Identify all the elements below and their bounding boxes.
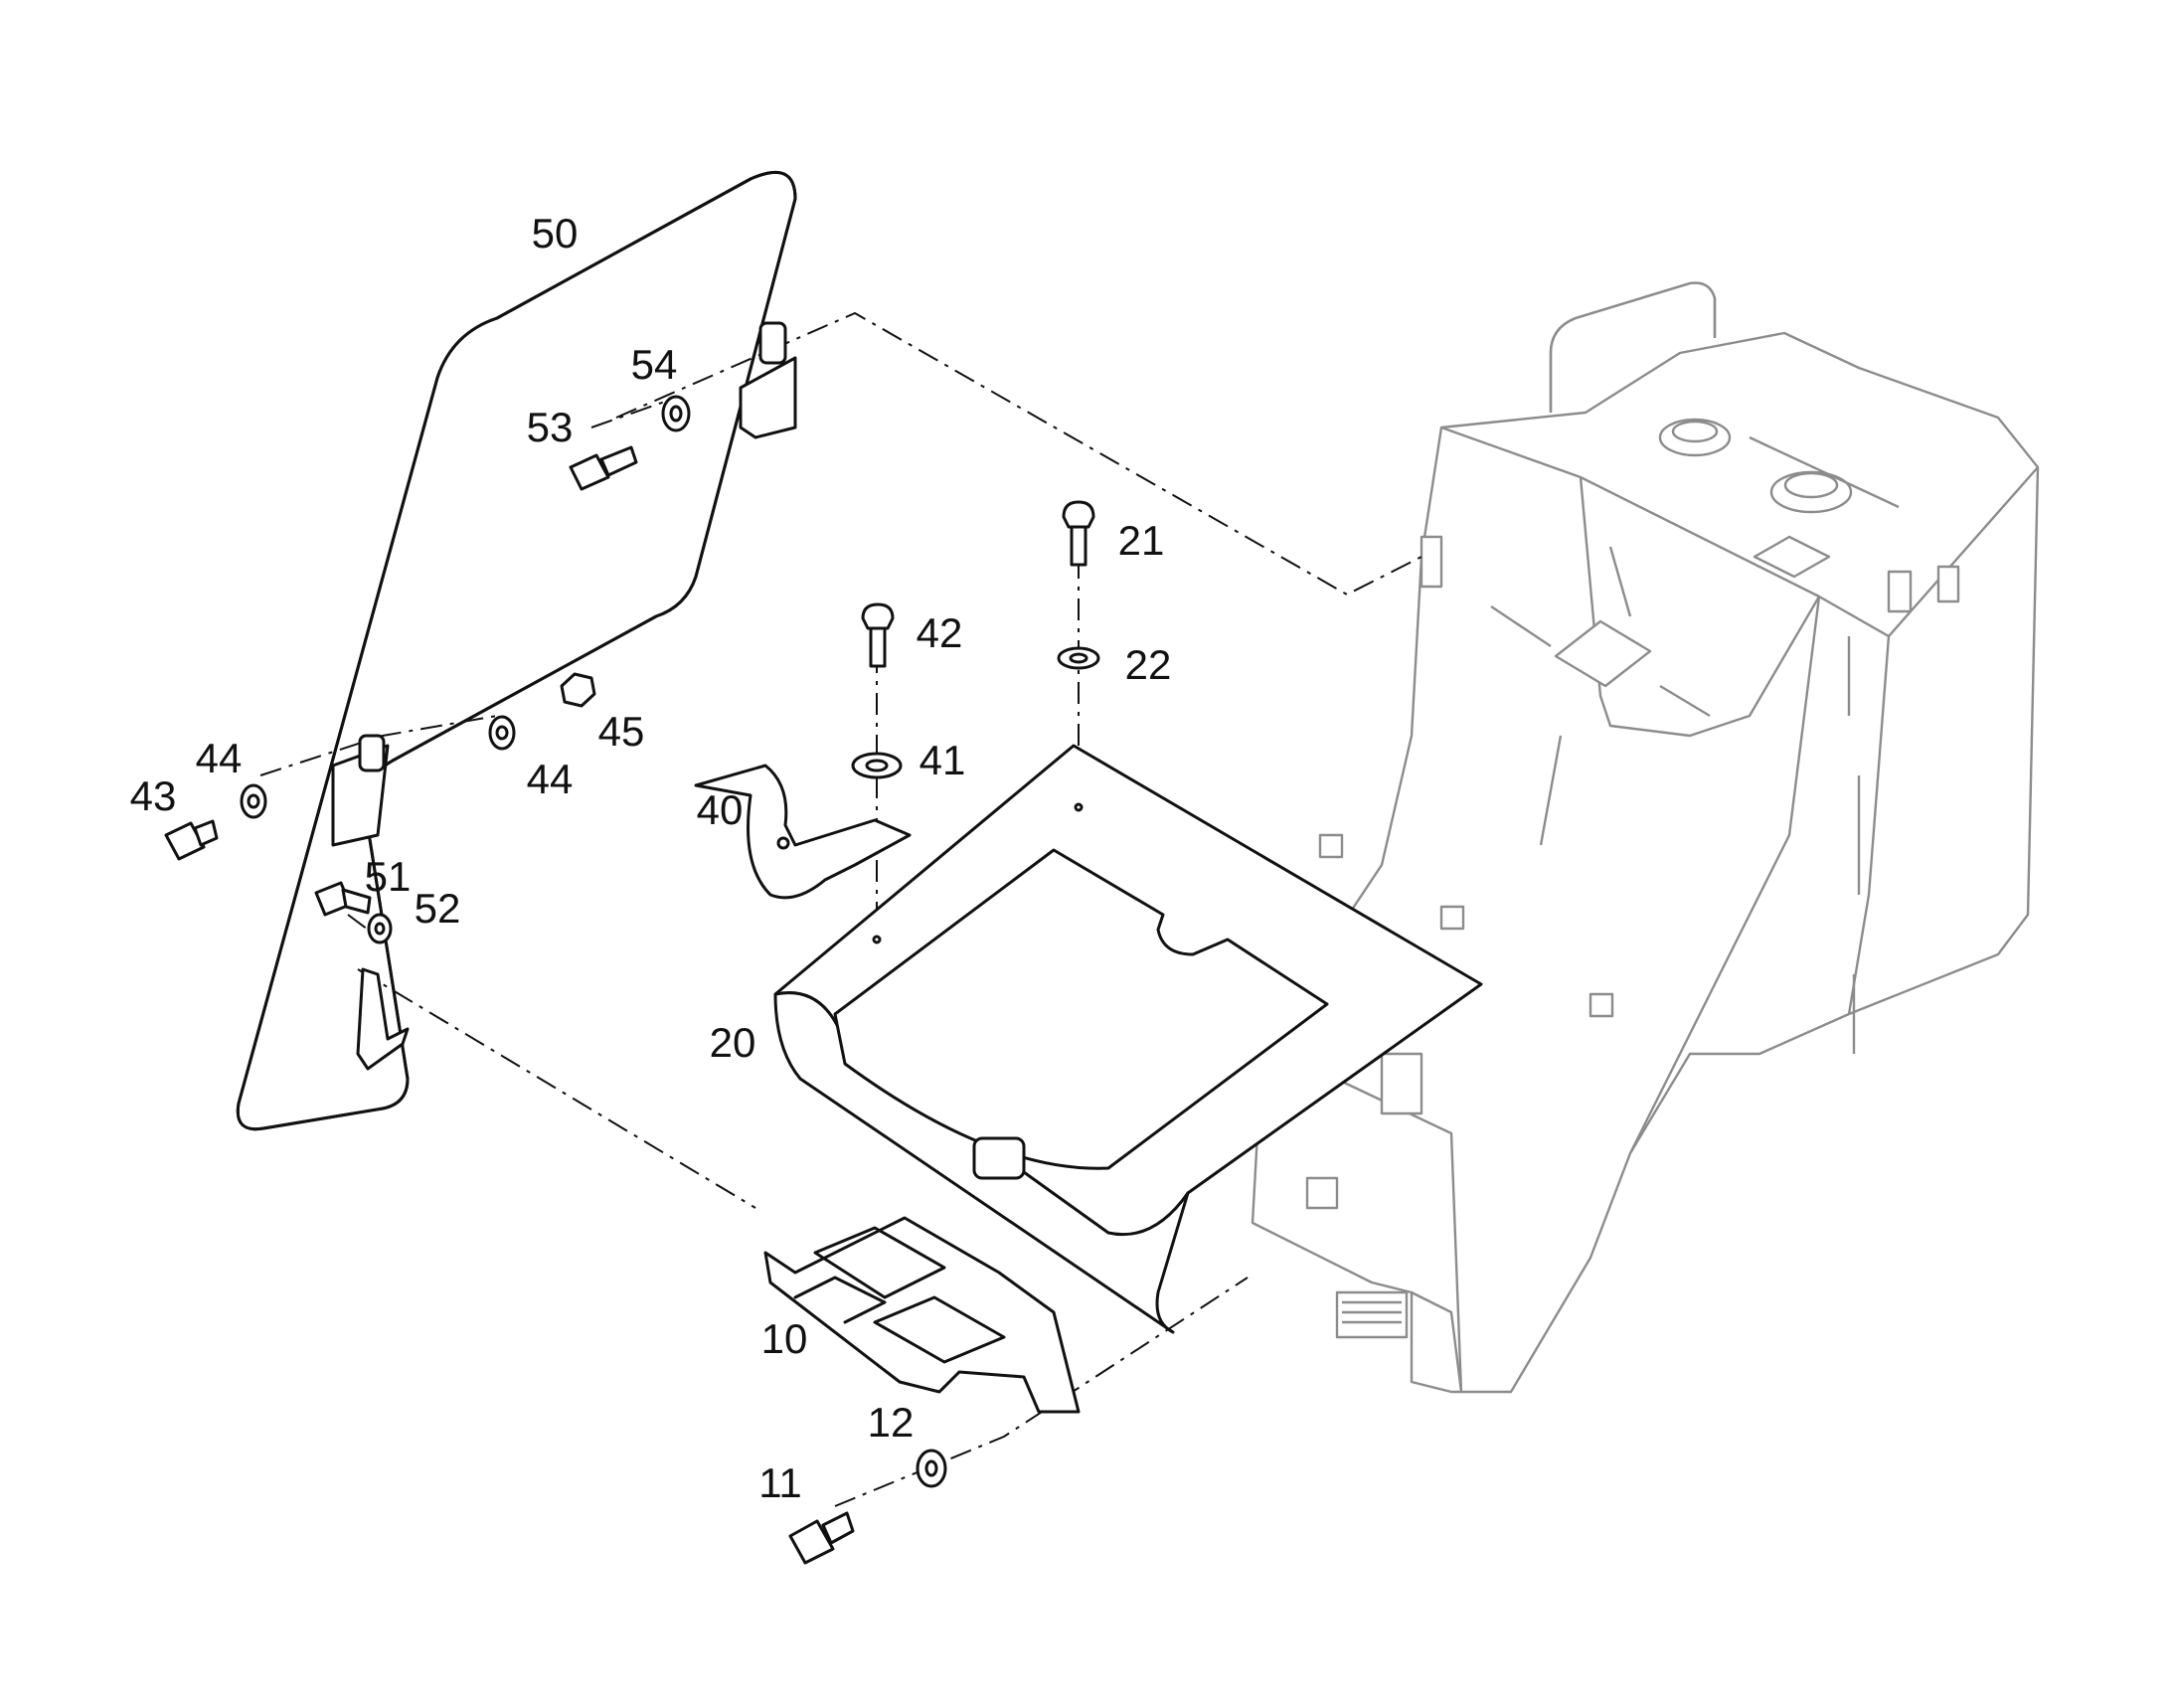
callout-45: 45 bbox=[597, 708, 645, 755]
callout-42: 42 bbox=[916, 609, 963, 656]
callout-44-left: 44 bbox=[195, 735, 243, 781]
callout-52: 52 bbox=[414, 885, 461, 932]
callout-22: 22 bbox=[1124, 641, 1172, 688]
callout-51: 51 bbox=[364, 853, 412, 900]
callout-53: 53 bbox=[526, 404, 574, 450]
main-cover bbox=[773, 744, 1483, 1334]
handle-guard-frame bbox=[236, 170, 797, 1131]
callout-54: 54 bbox=[630, 341, 678, 388]
callout-43: 43 bbox=[129, 772, 177, 819]
support-bracket bbox=[694, 764, 912, 900]
callout-11: 11 bbox=[758, 1459, 802, 1506]
callout-44-right: 44 bbox=[526, 756, 574, 802]
callout-50: 50 bbox=[531, 210, 579, 256]
machine-frame bbox=[1251, 281, 2040, 1394]
footrest-step bbox=[763, 1216, 1081, 1414]
callout-10: 10 bbox=[760, 1315, 808, 1362]
callout-41: 41 bbox=[919, 737, 966, 783]
callout-12: 12 bbox=[867, 1399, 915, 1446]
callout-20: 20 bbox=[709, 1019, 756, 1066]
assembly-lines bbox=[259, 311, 1422, 1507]
callout-40: 40 bbox=[696, 786, 744, 833]
callout-21: 21 bbox=[1117, 517, 1165, 564]
fasteners bbox=[164, 395, 1100, 1565]
